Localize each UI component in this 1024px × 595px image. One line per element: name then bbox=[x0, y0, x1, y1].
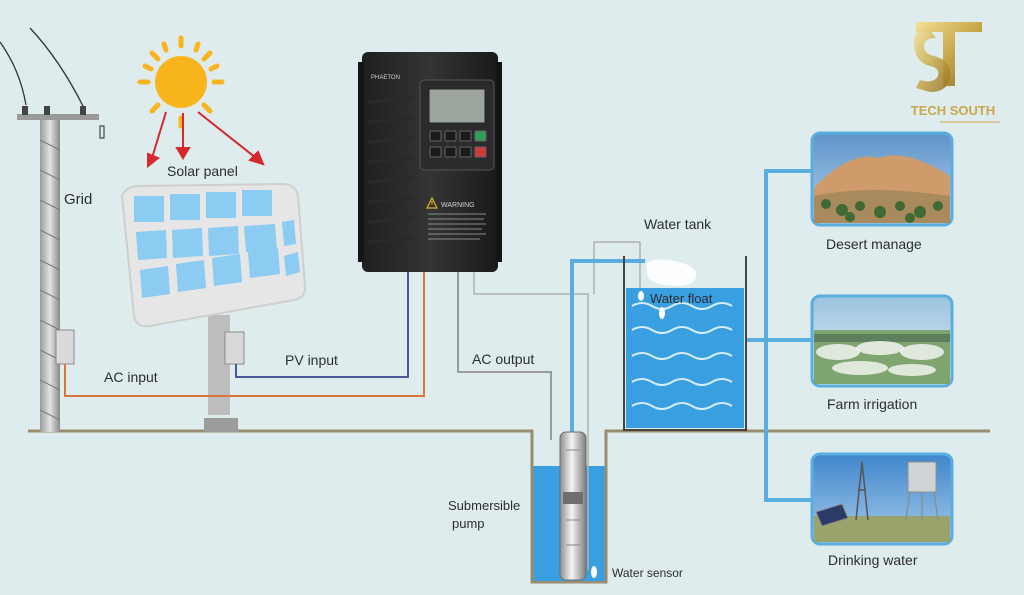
water-splash bbox=[646, 259, 697, 286]
grid-breaker-box bbox=[55, 329, 75, 365]
sunlight-arrows bbox=[147, 111, 265, 169]
drinking-water-photo bbox=[810, 452, 954, 546]
farm-photo bbox=[810, 294, 954, 388]
pump-label-line2: pump bbox=[452, 516, 485, 531]
pv-input-line bbox=[235, 272, 409, 378]
desert-photo bbox=[810, 131, 954, 227]
tech-south-logo: TECH SOUTH bbox=[911, 22, 1000, 123]
submersible-pump bbox=[559, 431, 587, 581]
grid-label: Grid bbox=[64, 191, 92, 208]
water-float-label: Water float bbox=[650, 291, 713, 306]
logo-text: TECH SOUTH bbox=[911, 103, 996, 118]
inverter-brand: PHAETON bbox=[371, 75, 400, 81]
overhead-wires bbox=[0, 27, 85, 109]
sensor-signal-lines bbox=[473, 241, 641, 570]
water-sensor-label: Water sensor bbox=[612, 566, 683, 580]
inverter-keypad bbox=[429, 130, 487, 158]
warning-icon bbox=[426, 196, 438, 209]
sun-icon bbox=[137, 35, 225, 129]
water-tank-label: Water tank bbox=[644, 216, 712, 232]
pv-breaker-box bbox=[224, 331, 245, 365]
solar-panel-label: Solar panel bbox=[167, 163, 238, 179]
ac-input-label: AC input bbox=[104, 369, 158, 385]
inverter-display bbox=[428, 88, 486, 124]
water-tank bbox=[623, 256, 747, 431]
ac-input-line bbox=[64, 272, 425, 397]
drinking-water-label: Drinking water bbox=[828, 552, 918, 568]
pv-input-label: PV input bbox=[285, 352, 338, 368]
ac-output-line bbox=[457, 272, 552, 440]
ac-output-label: AC output bbox=[472, 351, 534, 367]
farm-irrigation-label: Farm irrigation bbox=[827, 396, 917, 412]
inverter: PHAETON WARNING bbox=[358, 52, 502, 272]
utility-pole bbox=[17, 106, 105, 432]
water-float-icon bbox=[638, 291, 644, 301]
solar-panel bbox=[120, 182, 307, 432]
pump-label-line1: Submersible bbox=[448, 498, 520, 513]
water-sensor-icon bbox=[591, 566, 597, 578]
inverter-warning: WARNING bbox=[441, 202, 475, 209]
water-pipes bbox=[570, 169, 812, 502]
water-float-icon bbox=[659, 307, 665, 319]
desert-manage-label: Desert manage bbox=[826, 236, 922, 252]
